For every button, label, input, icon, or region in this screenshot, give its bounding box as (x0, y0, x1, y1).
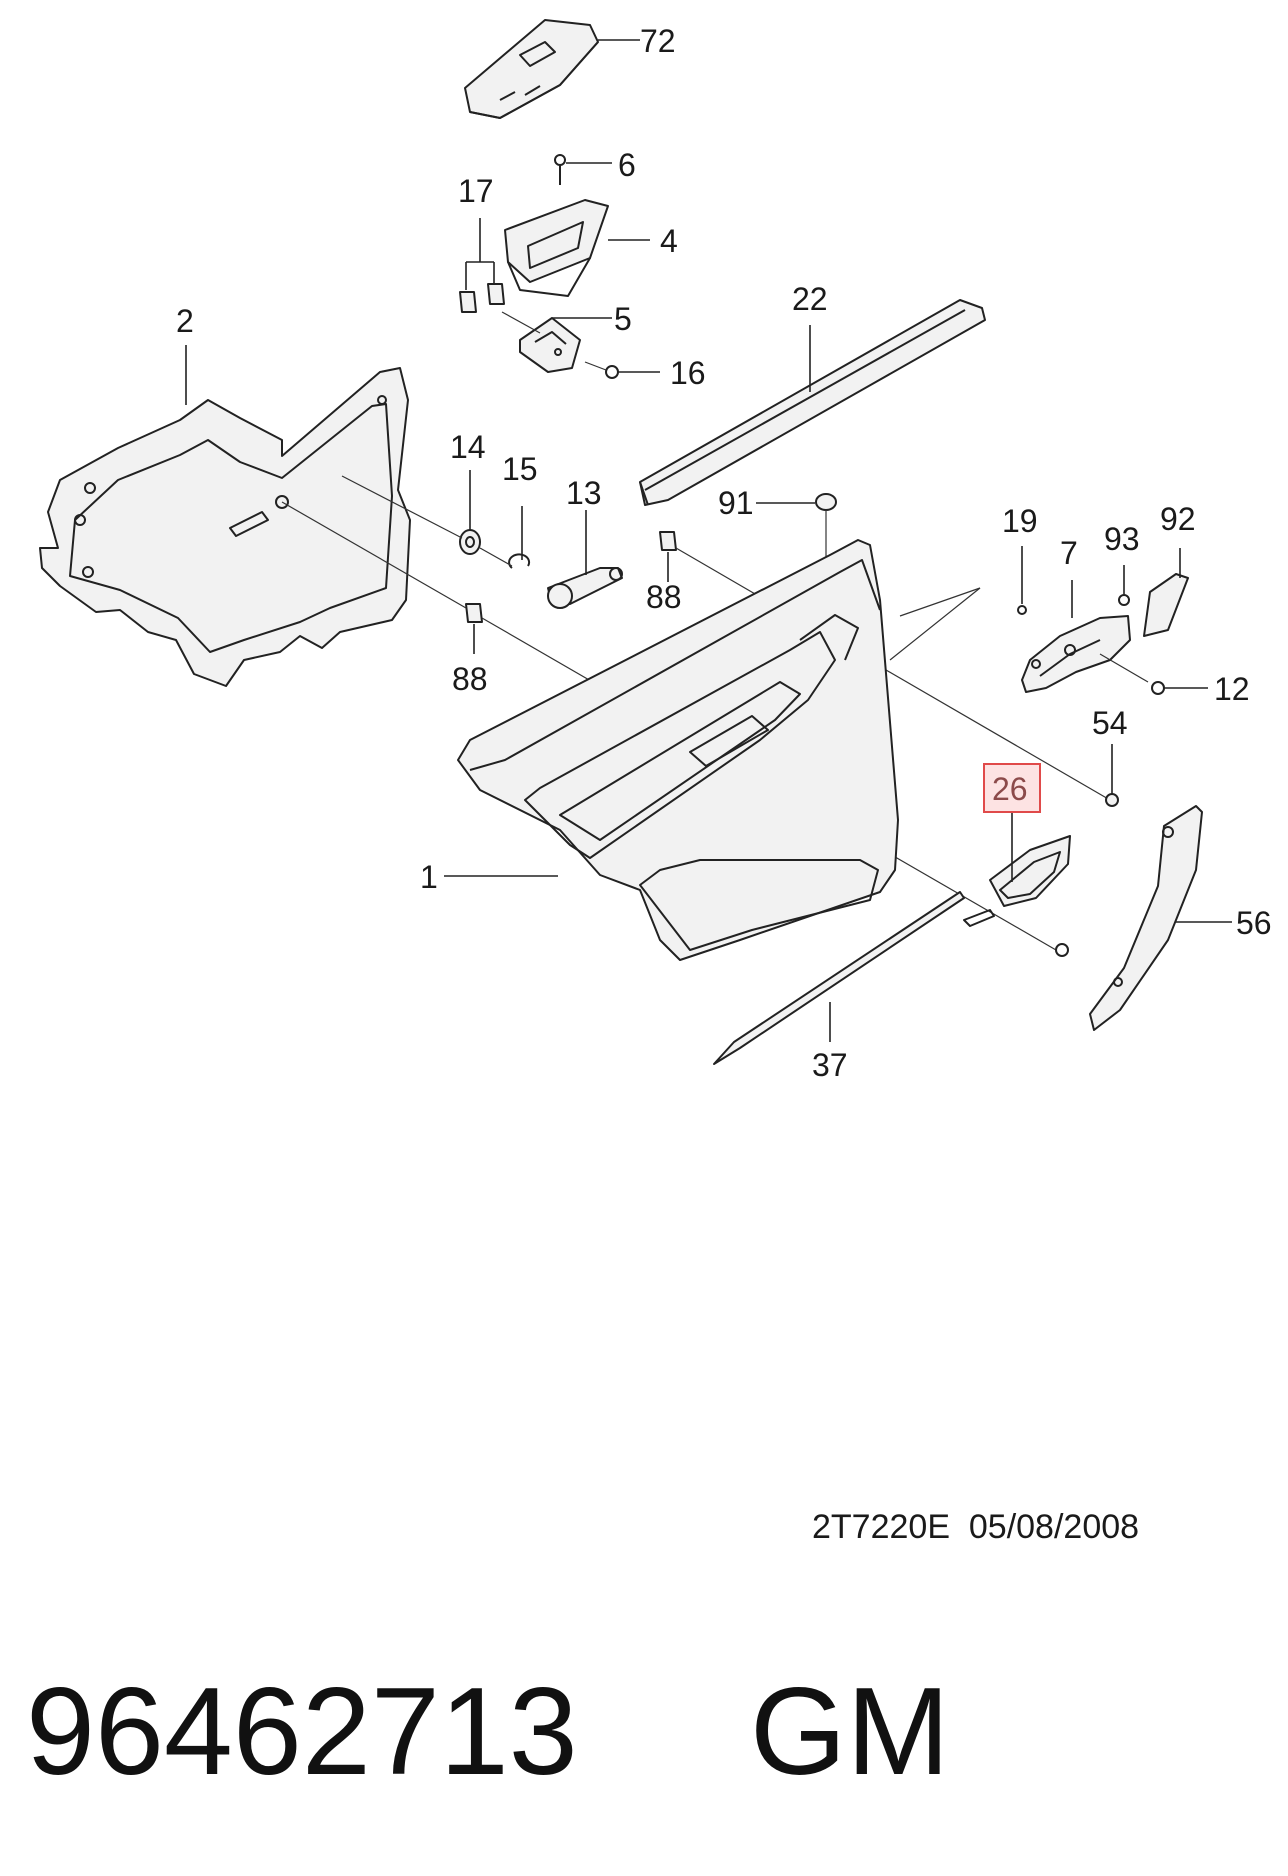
callout-13: 13 (566, 475, 602, 511)
callout-72: 72 (640, 23, 676, 59)
part-54-screw (1105, 744, 1119, 807)
part-92-cover (1143, 548, 1189, 637)
callout-93: 93 (1104, 521, 1140, 557)
callout-92: 92 (1160, 501, 1196, 537)
callout-12: 12 (1214, 671, 1250, 707)
part-17-clips (459, 218, 505, 313)
callout-22: 22 (792, 281, 828, 317)
brand-label: GM (750, 1663, 950, 1801)
part-88-clip-upper (659, 531, 1111, 801)
callout-56: 56 (1236, 905, 1272, 941)
callout-26-highlight-box (983, 763, 1041, 813)
part-5-bracket (501, 311, 612, 373)
part-91-plug (756, 493, 837, 560)
part-22-belt-molding (639, 299, 986, 506)
callout-37: 37 (812, 1047, 848, 1083)
callout-6: 6 (618, 147, 636, 183)
part-13-window-handle (547, 510, 623, 609)
callout-88-upper: 88 (646, 579, 682, 615)
part-16-screw (584, 361, 660, 379)
part-19-clip (1017, 546, 1027, 615)
part-72-switch-bezel (464, 19, 640, 119)
part-6-screw (554, 154, 612, 185)
part-12-screw (1151, 681, 1208, 695)
callout-2: 2 (176, 303, 194, 339)
callout-91: 91 (718, 485, 754, 521)
callout-5: 5 (614, 301, 632, 337)
callout-54: 54 (1092, 705, 1128, 741)
part-4-switch-housing (504, 199, 650, 297)
callout-7: 7 (1060, 535, 1078, 571)
callout-16: 16 (670, 355, 706, 391)
part-56-trim-strip (1089, 805, 1232, 1031)
callout-14: 14 (450, 429, 486, 465)
callout-15: 15 (502, 451, 538, 487)
part-37-lower-molding (713, 891, 965, 1065)
part-14-grommet (341, 470, 481, 555)
part-2-water-shield (39, 345, 411, 687)
part-15-clip (479, 506, 531, 569)
part-93-screw (1118, 565, 1130, 606)
callout-labels: 72 6 17 4 5 16 2 22 14 15 13 91 88 88 19… (176, 23, 1272, 1083)
part-7-inside-handle (1021, 580, 1149, 693)
part-number: 96462713 (26, 1663, 578, 1801)
diagram-reference: 2T7220E 05/08/2008 (812, 1508, 1139, 1546)
callout-4: 4 (660, 223, 678, 259)
part-1-door-trim-panel (444, 539, 981, 961)
callout-19: 19 (1002, 503, 1038, 539)
callout-17: 17 (458, 173, 494, 209)
callout-88-lower: 88 (452, 661, 488, 697)
callout-26: 26 (992, 771, 1028, 807)
part-26-pull-cup (963, 810, 1071, 957)
callout-1: 1 (420, 859, 438, 895)
